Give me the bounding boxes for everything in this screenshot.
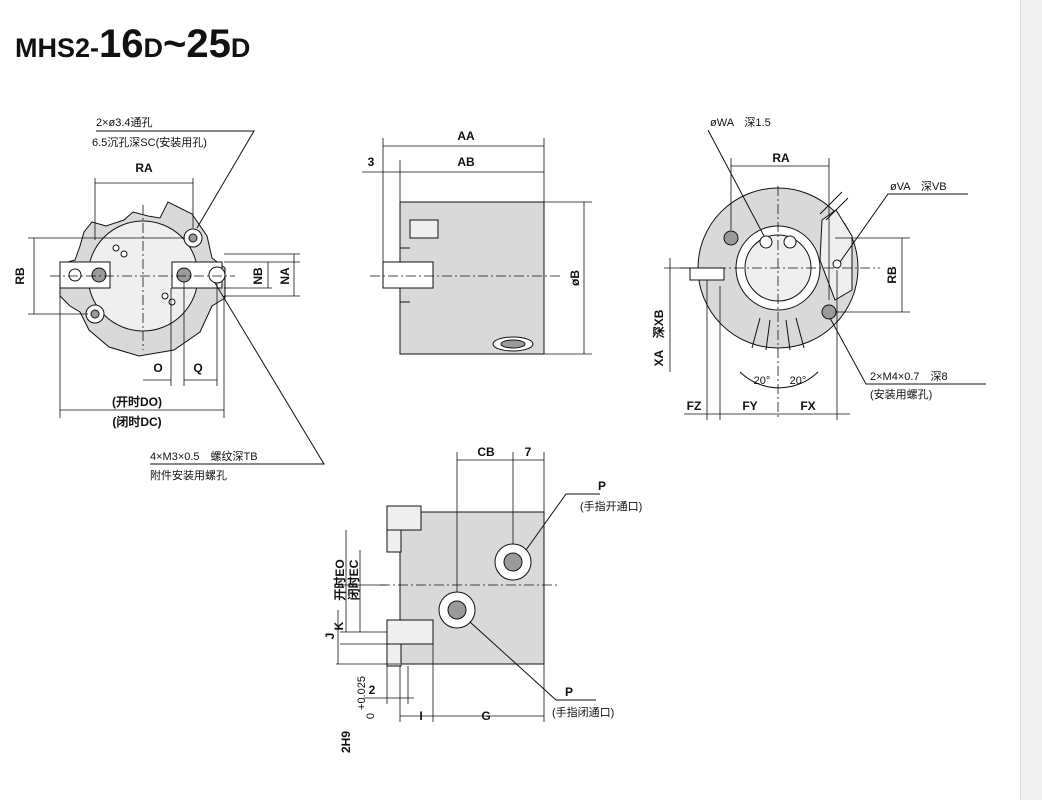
rear-label-fz: FZ bbox=[687, 399, 702, 413]
rear-callout-mount: 2×M4×0.7 深8 bbox=[870, 370, 948, 383]
page-title: MHS2-16D~25D bbox=[15, 24, 250, 64]
scroll-strip bbox=[1020, 0, 1042, 800]
front-label-do: (开时DO) bbox=[112, 394, 162, 409]
title-model: MHS2- bbox=[15, 33, 100, 63]
rear-label-xa: XA 深XB bbox=[651, 309, 666, 366]
rear-leader-va bbox=[839, 193, 968, 263]
rear-label-va: øVA 深VB bbox=[890, 180, 947, 193]
front-tap-hole-left bbox=[68, 268, 82, 282]
rear-angle-arc bbox=[739, 371, 819, 389]
bottom-port-open-note: (手指开通口) bbox=[580, 499, 642, 513]
bottom-label-k: K bbox=[332, 621, 346, 630]
rear-locator-right bbox=[783, 235, 797, 249]
bottom-upper-finger bbox=[386, 505, 422, 531]
rear-va-hole bbox=[832, 259, 842, 269]
bottom-view: CB 7 P (手指开通口) P (手指闭通口) 开时EO 闭时EC J K 2… bbox=[323, 445, 642, 753]
bottom-label-tol-lower: 0 bbox=[365, 713, 377, 719]
front-label-ra: RA bbox=[135, 161, 153, 175]
front-small-hole-3 bbox=[161, 292, 169, 300]
bottom-label-eo: 开时EO bbox=[332, 559, 347, 600]
bottom-port-open-label: P bbox=[598, 479, 606, 493]
rear-slot bbox=[819, 191, 849, 221]
rear-hole-lower-right bbox=[821, 304, 837, 320]
title-separator: ~ bbox=[163, 22, 187, 66]
front-small-hole-4 bbox=[168, 298, 176, 306]
bottom-label-2: 2 bbox=[369, 683, 376, 697]
rear-locator-left bbox=[759, 235, 773, 249]
front-finger-hole-left bbox=[91, 267, 107, 283]
side-finger-jaw bbox=[382, 261, 434, 289]
front-label-rb: RB bbox=[13, 267, 27, 285]
title-size-from: 16 bbox=[99, 22, 144, 66]
bottom-label-ec: 闭时EC bbox=[346, 559, 361, 600]
side-upper-finger bbox=[409, 219, 439, 239]
front-mount-hole-top-inner bbox=[188, 233, 198, 243]
front-label-na: NA bbox=[278, 267, 292, 285]
bottom-leader-open bbox=[525, 493, 600, 551]
front-leader-tap bbox=[150, 282, 325, 465]
bottom-label-7: 7 bbox=[525, 445, 532, 459]
bottom-port-close-label: P bbox=[565, 685, 573, 699]
rear-label-fy: FY bbox=[742, 399, 757, 413]
rear-leader-wa bbox=[707, 129, 765, 237]
front-small-hole-2 bbox=[120, 250, 128, 258]
bottom-port-close-note: (手指闭通口) bbox=[552, 705, 614, 719]
bottom-label-tol-upper: +0.025 bbox=[356, 676, 368, 710]
rear-label-ra: RA bbox=[772, 151, 790, 165]
drawing-canvas: RA RB NB NA O Q (开时DO) (闭时DC) 2×ø3.4通孔 6… bbox=[13, 116, 986, 753]
side-label-b: øB bbox=[568, 270, 582, 286]
bottom-label-i: I bbox=[419, 709, 422, 723]
front-tap-hole-right bbox=[208, 266, 226, 284]
side-label-3: 3 bbox=[368, 155, 375, 169]
front-label-o: O bbox=[153, 361, 162, 375]
rear-angle-1: 20° bbox=[754, 375, 771, 387]
bottom-leader-close bbox=[469, 621, 596, 701]
title-size-to: 25 bbox=[186, 22, 231, 66]
front-finger-hole-right bbox=[176, 267, 192, 283]
rear-hole-upper-left bbox=[723, 230, 739, 246]
front-callout-thru-hole: 2×ø3.4通孔 bbox=[96, 116, 153, 129]
rear-label-fx: FX bbox=[800, 399, 815, 413]
side-label-aa: AA bbox=[457, 129, 475, 143]
front-callout-tapped-note: 附件安装用螺孔 bbox=[150, 468, 227, 482]
front-callout-counterbore: 6.5沉孔深SC(安装用孔) bbox=[92, 135, 207, 149]
front-small-hole-1 bbox=[112, 244, 120, 252]
bottom-label-2h9: 2H9 bbox=[339, 731, 353, 753]
rear-label-wa: øWA 深1.5 bbox=[710, 116, 771, 129]
front-view: RA RB NB NA O Q (开时DO) (闭时DC) 2×ø3.4通孔 6… bbox=[13, 116, 325, 482]
rear-leader-mount bbox=[829, 317, 986, 385]
front-label-nb: NB bbox=[251, 267, 265, 285]
side-view: AA AB 3 øB bbox=[362, 129, 592, 355]
front-leader-hole bbox=[96, 130, 255, 229]
bottom-label-g: G bbox=[481, 709, 490, 723]
bottom-label-j: J bbox=[323, 633, 337, 640]
bottom-lower-finger bbox=[386, 619, 434, 645]
bottom-label-cb: CB bbox=[477, 445, 495, 459]
rear-view: RA øWA 深1.5 øVA 深VB RB XA 深XB 20° 20° 2×… bbox=[651, 116, 986, 420]
rear-pin-tab bbox=[689, 267, 725, 281]
front-label-q: Q bbox=[193, 361, 202, 375]
front-left-finger bbox=[59, 261, 111, 289]
rear-label-rb: RB bbox=[885, 266, 899, 284]
title-suffix-from: D bbox=[143, 33, 164, 63]
front-mount-hole-bottom-inner bbox=[90, 309, 100, 319]
rear-angle-2: 20° bbox=[790, 375, 807, 387]
front-label-dc: (闭时DC) bbox=[112, 414, 161, 429]
rear-callout-mount-note: (安装用螺孔) bbox=[870, 387, 932, 401]
side-label-ab: AB bbox=[457, 155, 475, 169]
title-suffix-to: D bbox=[230, 33, 251, 63]
front-callout-tapped: 4×M3×0.5 螺纹深TB bbox=[150, 449, 258, 463]
